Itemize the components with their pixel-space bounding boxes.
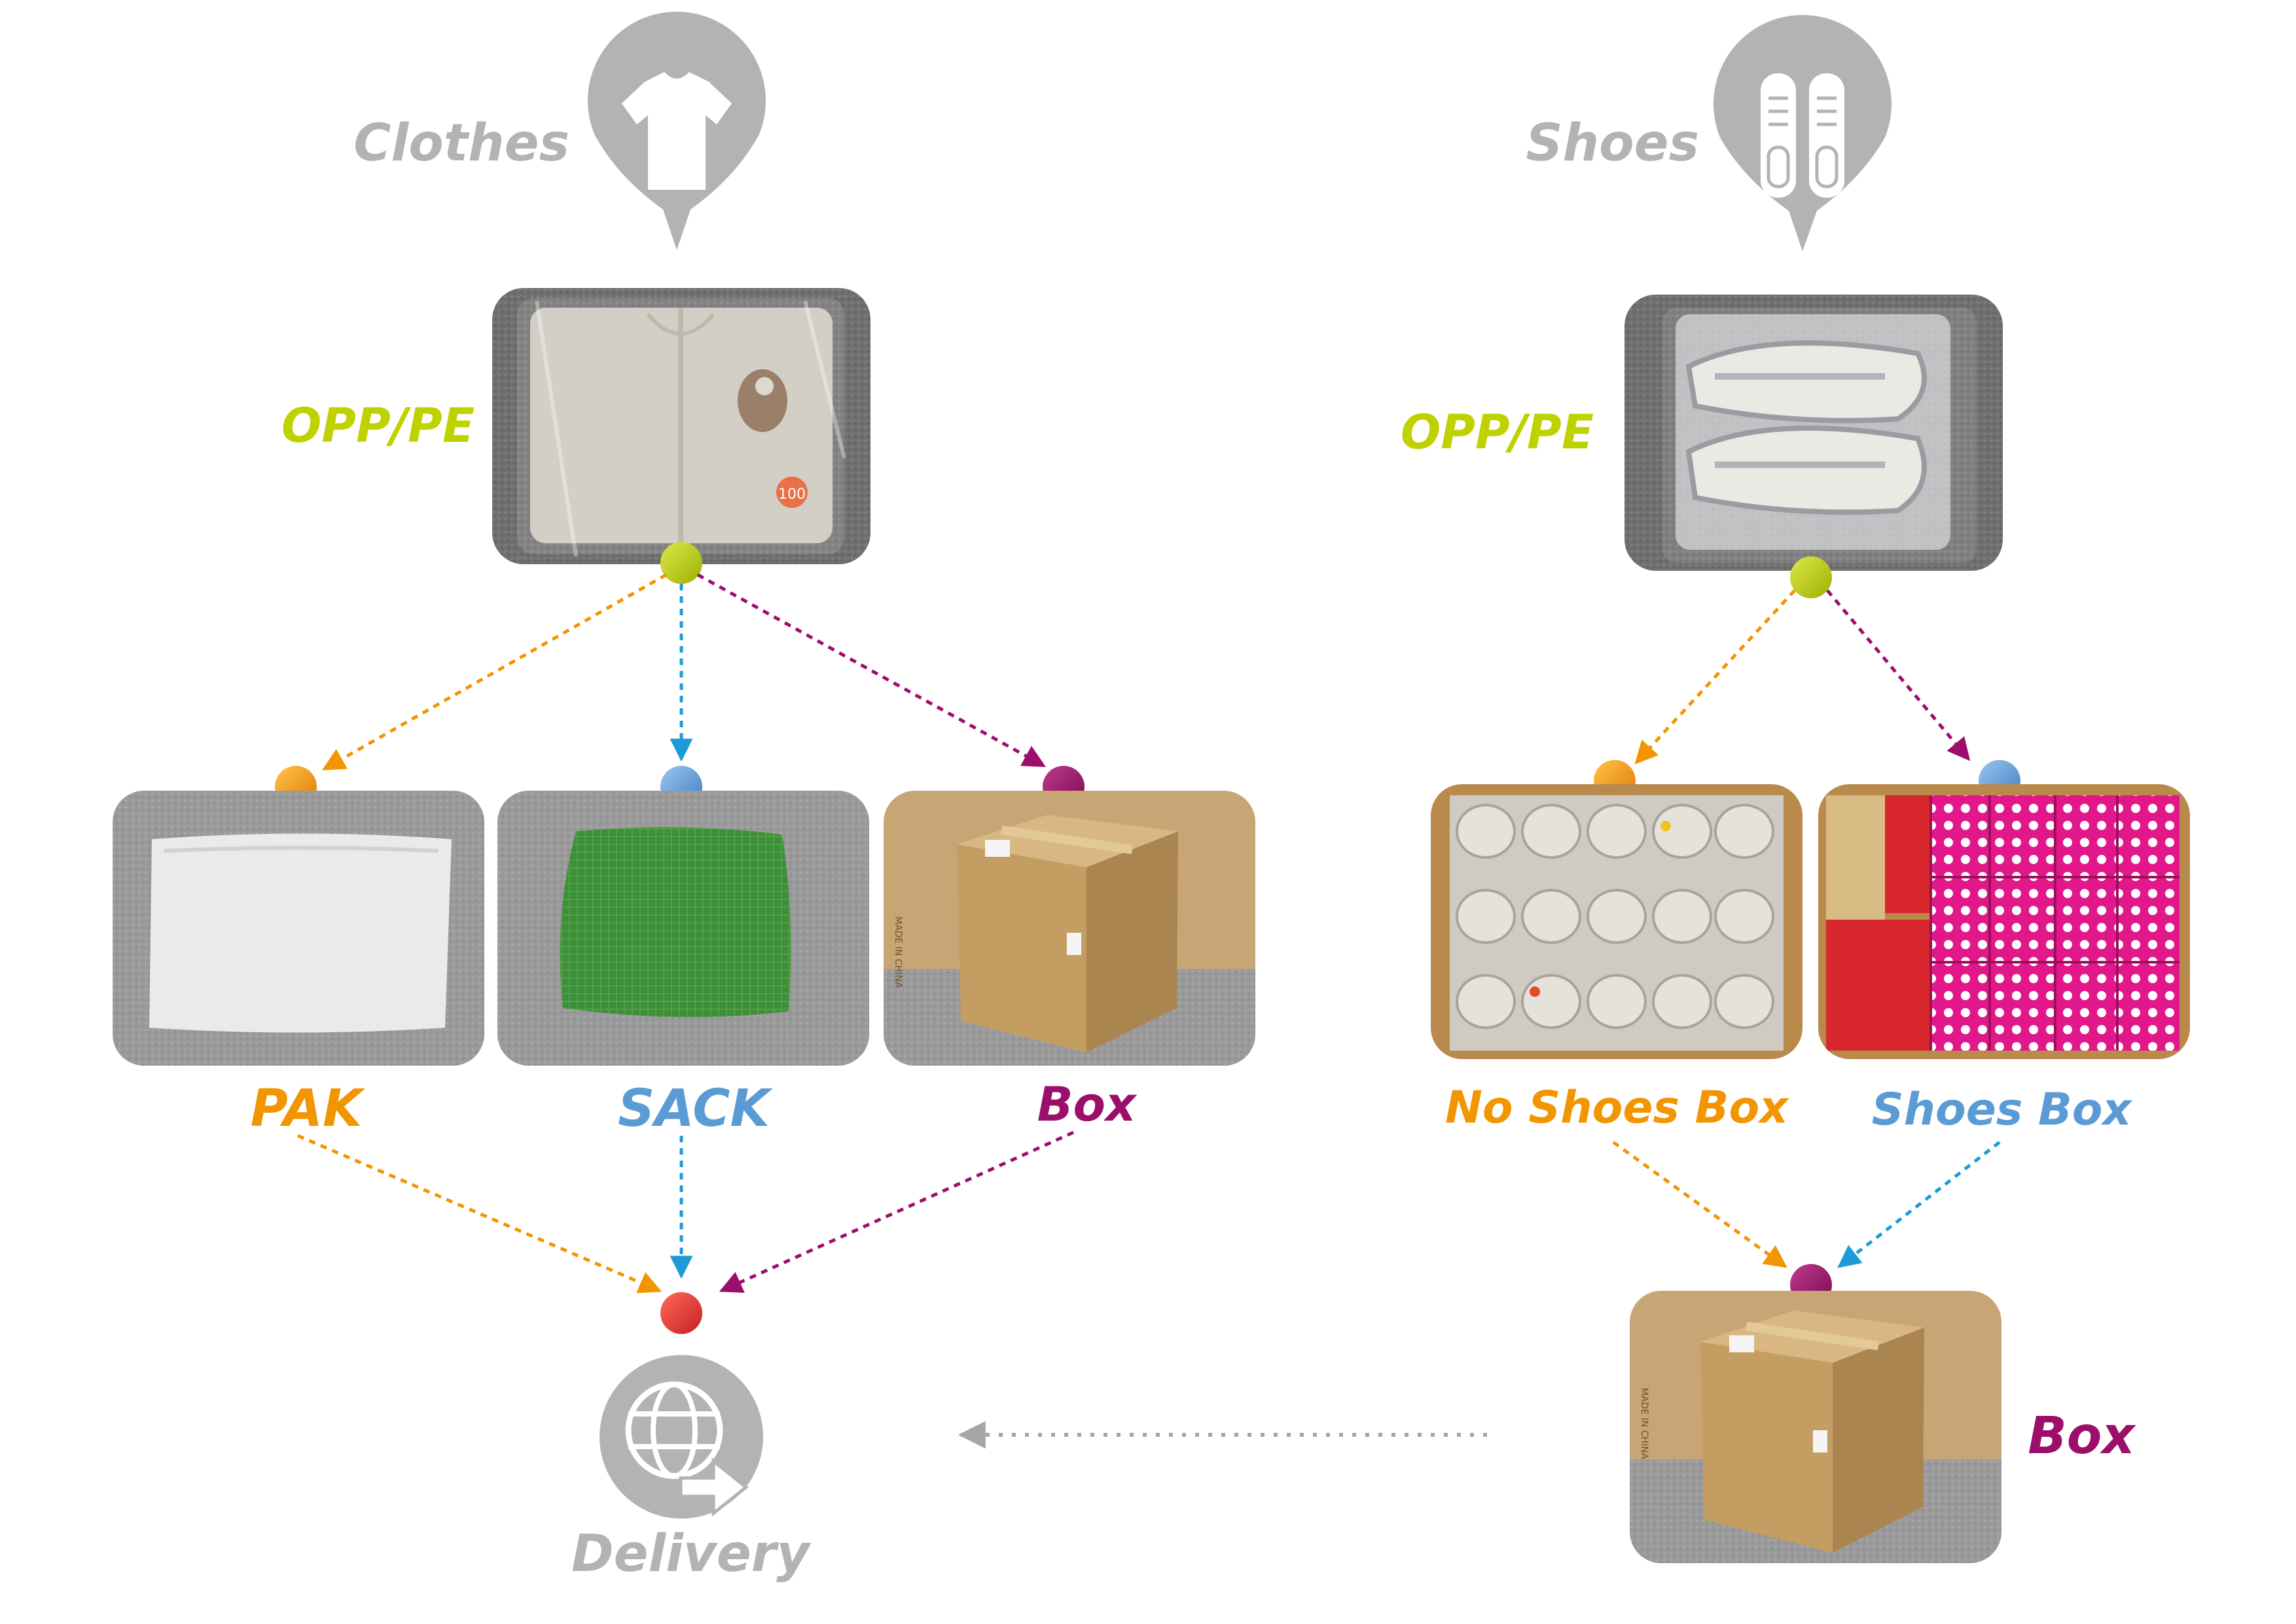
delivery-label: Delivery <box>571 1525 812 1583</box>
arrow-opp-to-no-shoes-box <box>1634 589 1796 765</box>
arrow-no-shoes-box-to-box <box>1612 1140 1787 1269</box>
arrow-opp-to-box <box>696 573 1047 768</box>
no-shoes-box-photo <box>1431 784 1803 1059</box>
arrow-opp-to-shoes-box <box>1826 589 1971 761</box>
shoes-box-label: Shoes Box <box>1872 1084 2133 1136</box>
made-in-china-text-clothes: MADE IN CHINA <box>893 916 903 988</box>
sack-label: SACK <box>618 1079 773 1138</box>
opp-clothes-photo: 100 <box>492 288 870 564</box>
pak-photo <box>113 791 484 1066</box>
box-photo-clothes: MADE IN CHINA <box>884 791 1255 1066</box>
shoes-header: Shoes <box>1526 14 1892 251</box>
shoes-box-photo <box>1818 784 2190 1059</box>
opp-pe-label-clothes: OPP/PE <box>281 398 475 453</box>
hoodie-tag: 100 <box>778 486 806 503</box>
sneakers-icon <box>1713 14 1892 251</box>
box-photo-shoes: MADE IN CHINA <box>1630 1291 2001 1563</box>
clothes-header: Clothes <box>353 11 766 251</box>
t-shirt-icon <box>588 11 766 251</box>
clothes-label: Clothes <box>353 114 569 173</box>
opp-shoes-photo <box>1624 295 2003 571</box>
globe-arrow-icon <box>600 1355 763 1519</box>
red-dot-delivery <box>660 1292 702 1334</box>
lime-dot-shoes <box>1790 556 1832 598</box>
made-in-china-text-shoes: MADE IN CHINA <box>1639 1388 1649 1460</box>
shoes-label: Shoes <box>1526 114 1699 173</box>
sack-photo <box>497 791 869 1066</box>
box-label-shoes: Box <box>2028 1407 2136 1466</box>
arrow-shoes-box-to-box <box>1837 1141 2001 1269</box>
box-label-clothes: Box <box>1037 1077 1138 1132</box>
arrow-pak-to-delivery <box>297 1134 662 1293</box>
lime-dot-clothes <box>660 542 702 584</box>
arrow-box-to-delivery <box>719 1130 1075 1293</box>
arrow-opp-to-pak <box>321 573 668 771</box>
no-shoes-box-label: No Shoes Box <box>1445 1082 1789 1134</box>
pak-label: PAK <box>251 1079 366 1138</box>
opp-pe-label-shoes: OPP/PE <box>1401 405 1594 460</box>
